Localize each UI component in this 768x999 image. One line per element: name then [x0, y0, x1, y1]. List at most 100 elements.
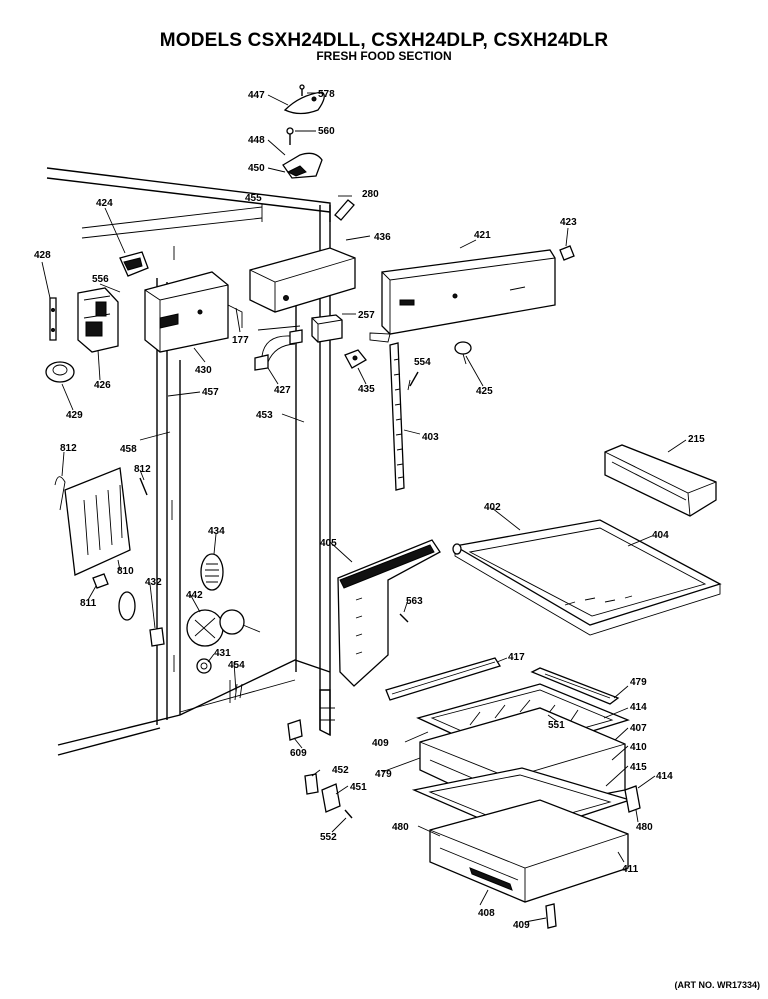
label-415: 415 [630, 762, 647, 773]
part-812-screw [139, 477, 148, 496]
part-560-screw [286, 127, 294, 145]
label-480a: 480 [392, 822, 409, 833]
label-454: 454 [228, 660, 245, 671]
part-417-slide [385, 657, 501, 701]
part-442-fan-motor [186, 609, 261, 647]
label-450: 450 [248, 163, 265, 174]
part-479-rail-top [530, 667, 620, 705]
part-405-baffle [337, 539, 441, 687]
part-408-411-crisper-drawer-lower [429, 799, 629, 903]
part-409-pad [545, 903, 557, 929]
part-414-rail-right [624, 785, 641, 813]
label-578: 578 [318, 89, 335, 100]
label-430: 430 [195, 365, 212, 376]
art-number: (ART NO. WR17334) [674, 980, 760, 990]
label-480b: 480 [636, 822, 653, 833]
label-417: 417 [508, 652, 525, 663]
part-578-screw [299, 84, 305, 96]
label-424: 424 [96, 198, 113, 209]
label-414b: 414 [656, 771, 673, 782]
label-431: 431 [214, 648, 231, 659]
section-subtitle: FRESH FOOD SECTION [316, 49, 452, 63]
part-257-timer [311, 314, 343, 343]
label-428: 428 [34, 250, 51, 261]
label-455: 455 [245, 193, 262, 204]
label-402: 402 [484, 502, 501, 513]
part-215-dairy-bin [604, 444, 717, 517]
part-421-air-duct [369, 249, 556, 343]
label-407: 407 [630, 723, 647, 734]
part-447-cover [283, 91, 325, 115]
part-434-grille [200, 553, 224, 591]
label-425: 425 [476, 386, 493, 397]
label-556: 556 [92, 274, 109, 285]
part-280-bulb [334, 199, 355, 221]
leader-lines [41, 92, 687, 923]
label-452: 452 [332, 765, 349, 776]
part-552-screw [344, 809, 353, 819]
part-432-sleeve [118, 591, 165, 647]
label-479a: 479 [630, 677, 647, 688]
label-812b: 812 [134, 464, 151, 475]
label-410: 410 [630, 742, 647, 753]
part-423-bumper [559, 245, 575, 261]
label-451: 451 [350, 782, 367, 793]
part-427-wire-harness [254, 325, 303, 371]
label-215: 215 [688, 434, 705, 445]
label-280: 280 [362, 189, 379, 200]
part-number-labels: 447 578 448 560 450 280 455 424 436 421 … [34, 89, 705, 931]
label-810: 810 [117, 566, 134, 577]
label-609: 609 [290, 748, 307, 759]
label-551: 551 [548, 720, 565, 731]
part-402-404-shelf [452, 519, 722, 636]
part-425-knob [454, 341, 472, 365]
label-812a: 812 [60, 443, 77, 454]
part-811-clip [92, 573, 109, 589]
label-411: 411 [622, 864, 639, 875]
part-448-housing [282, 152, 323, 179]
label-436: 436 [374, 232, 391, 243]
label-811: 811 [80, 598, 97, 609]
part-554-screw [409, 371, 419, 387]
page-title: MODELS CSXH24DLL, CSXH24DLP, CSXH24DLR [159, 30, 609, 51]
label-405: 405 [320, 538, 337, 549]
label-421: 421 [474, 230, 491, 241]
label-432: 432 [145, 577, 162, 588]
cabinet-liner [46, 167, 335, 756]
label-404: 404 [652, 530, 669, 541]
label-434: 434 [208, 526, 225, 537]
label-448: 448 [248, 135, 265, 146]
part-435-latch [344, 349, 367, 369]
part-451-bracket [321, 783, 341, 813]
label-409b: 409 [513, 920, 530, 931]
part-430-light-housing [144, 271, 243, 353]
part-436-duct-cover [249, 247, 356, 313]
label-552: 552 [320, 832, 337, 843]
part-452-plate [304, 773, 319, 795]
label-435: 435 [358, 384, 375, 395]
part-810-evaporator-cover [54, 467, 131, 576]
part-403-shelf-ladder [389, 342, 405, 491]
label-457: 457 [202, 387, 219, 398]
label-458: 458 [120, 444, 137, 455]
part-556-control [77, 287, 119, 353]
part-424-switch [119, 251, 149, 277]
label-177: 177 [232, 335, 249, 346]
label-427: 427 [274, 385, 291, 396]
label-554: 554 [414, 357, 431, 368]
label-563: 563 [406, 596, 423, 607]
label-423: 423 [560, 217, 577, 228]
label-479b: 479 [375, 769, 392, 780]
part-429-thermostat-knob [45, 361, 75, 383]
label-453: 453 [256, 410, 273, 421]
label-408: 408 [478, 908, 495, 919]
label-429: 429 [66, 410, 83, 421]
label-442: 442 [186, 590, 203, 601]
part-563-screw [399, 613, 409, 623]
label-414a: 414 [630, 702, 647, 713]
label-426: 426 [94, 380, 111, 391]
part-609-hinge [287, 719, 303, 741]
label-409a: 409 [372, 738, 389, 749]
label-403: 403 [422, 432, 439, 443]
label-447: 447 [248, 90, 265, 101]
